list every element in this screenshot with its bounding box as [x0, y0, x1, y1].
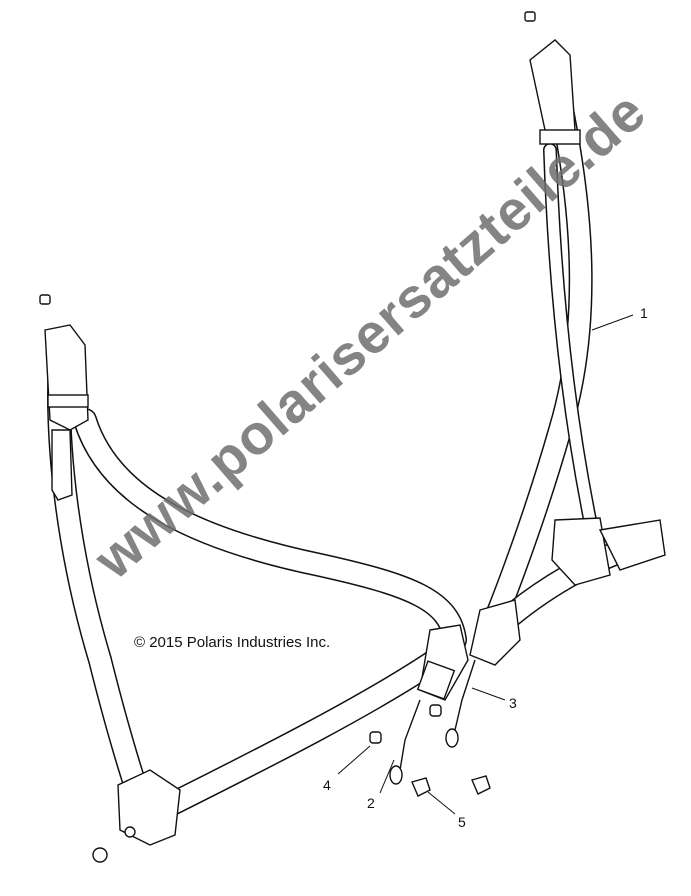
callout-2: 2 — [367, 795, 375, 811]
callout-3: 3 — [509, 695, 517, 711]
callout-4: 4 — [323, 777, 331, 793]
leader-4 — [337, 745, 371, 775]
leader-5 — [427, 791, 456, 815]
callout-1: 1 — [640, 305, 648, 321]
left-seat-belt — [39, 294, 469, 863]
callout-5: 5 — [458, 814, 466, 830]
leader-1 — [591, 314, 634, 331]
right-seat-belt — [369, 11, 666, 797]
copyright-notice: © 2015 Polaris Industries Inc. — [134, 634, 331, 651]
leader-2 — [379, 759, 395, 794]
leader-3 — [471, 687, 506, 701]
